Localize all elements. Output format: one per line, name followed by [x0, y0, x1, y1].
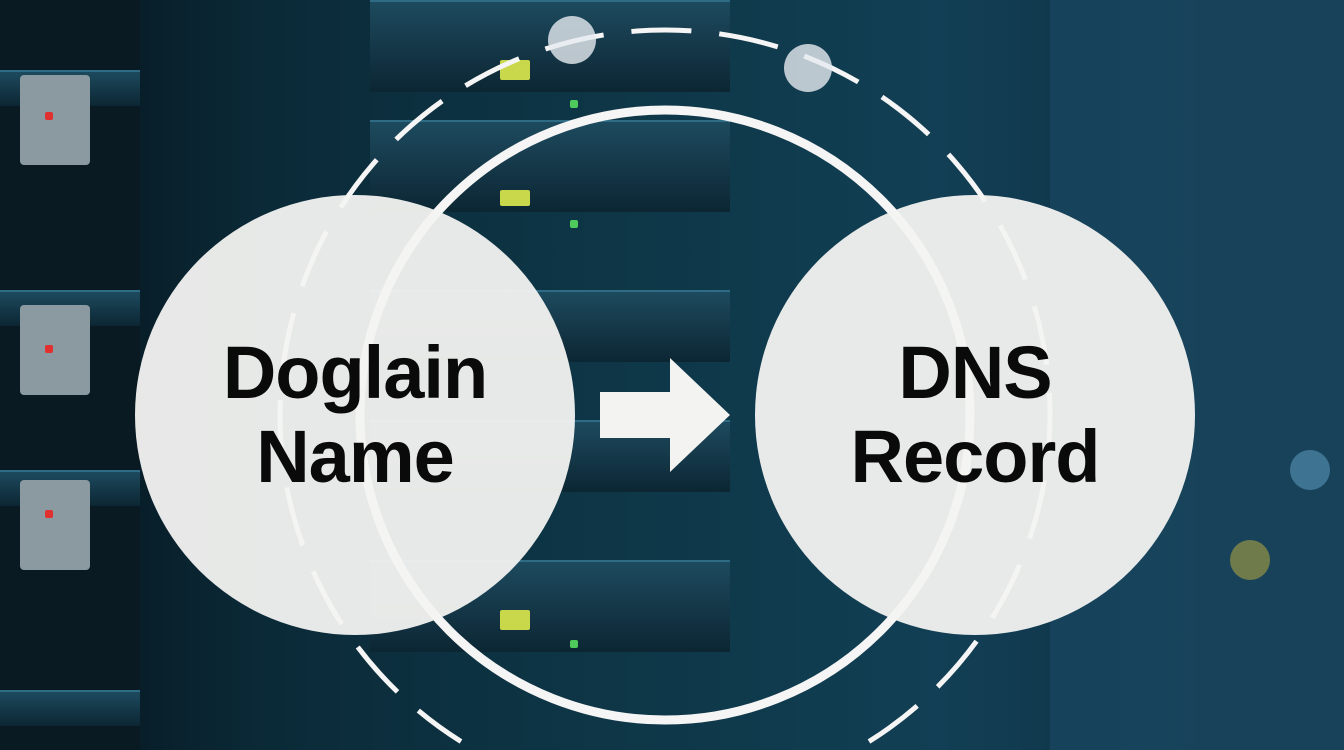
- arrow-right-icon: [600, 358, 730, 472]
- domain-name-line1: Doglain: [222, 331, 488, 414]
- dns-record-line2: Record: [850, 415, 1101, 498]
- light-glow: [784, 44, 832, 92]
- server-rack-left: [0, 0, 140, 750]
- light-glow: [548, 16, 596, 64]
- domain-name-node: Doglain Name: [135, 195, 575, 635]
- domain-name-line2: Name: [256, 415, 455, 498]
- dns-record-node: DNS Record: [755, 195, 1195, 635]
- dns-record-line1: DNS: [898, 331, 1052, 414]
